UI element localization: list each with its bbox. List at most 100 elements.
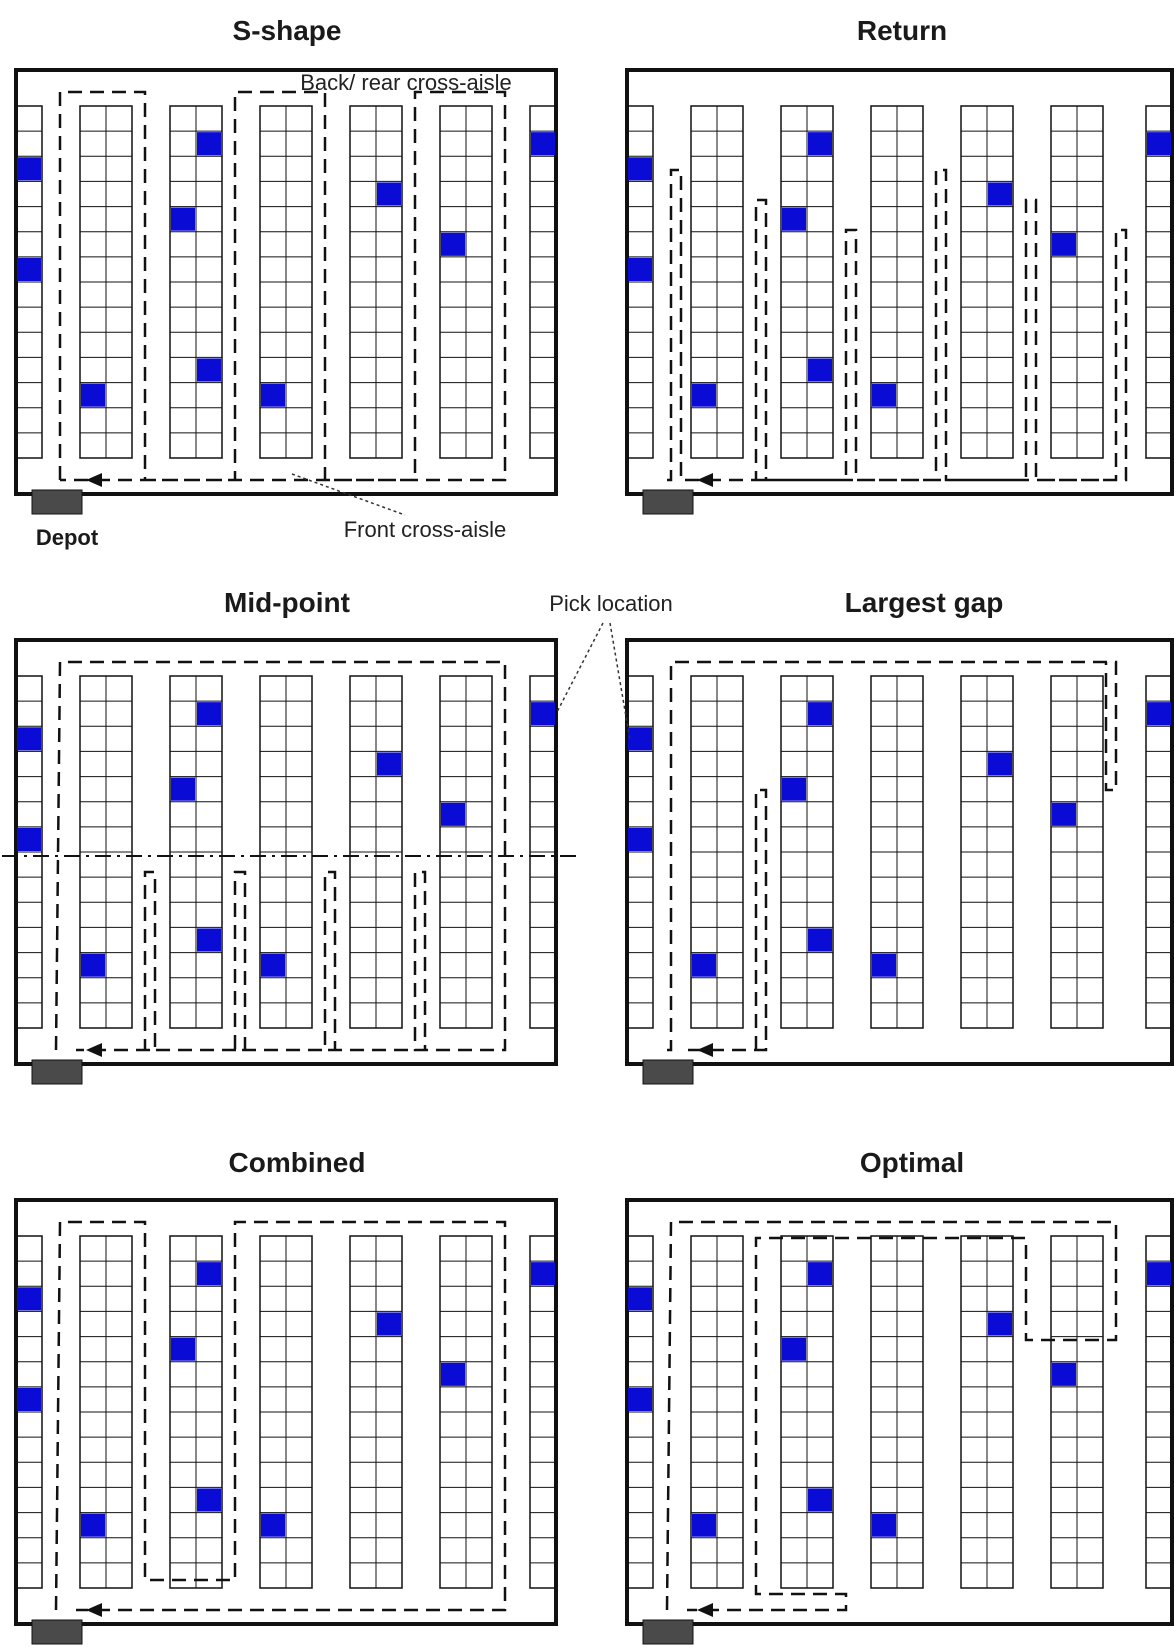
route-arrow-icon (86, 1603, 102, 1617)
rack (79, 675, 133, 1029)
route-arrow-icon (86, 1043, 102, 1057)
rack (960, 1235, 1014, 1589)
pick-location (1052, 802, 1076, 826)
rack (1145, 105, 1173, 459)
panel-title-optimal: Optimal (860, 1147, 964, 1178)
rack (529, 1235, 557, 1589)
rack (349, 105, 403, 459)
depot (642, 1059, 694, 1085)
rack (439, 1235, 493, 1589)
route-path (58, 90, 507, 482)
pick-location (628, 1287, 652, 1311)
rack (870, 1235, 924, 1589)
pick-location (692, 953, 716, 977)
pick-location (261, 953, 285, 977)
rack (349, 1235, 403, 1589)
pick-location (692, 383, 716, 407)
back-cross-aisle-label: Back/ rear cross-aisle (300, 70, 512, 95)
pick-location (531, 132, 555, 156)
pick-location (441, 1362, 465, 1386)
rack (169, 675, 223, 1029)
route-path (667, 168, 1128, 482)
rack (529, 105, 557, 459)
route-arrow-icon (697, 473, 713, 487)
rack (79, 105, 133, 459)
pick-location (197, 1262, 221, 1286)
rack (259, 675, 313, 1029)
panel-mid-point (2, 638, 580, 1085)
rack (169, 1235, 223, 1589)
pick-location (377, 1312, 401, 1336)
pick-location (782, 777, 806, 801)
pick-location (17, 727, 41, 751)
panel-title-largest-gap: Largest gap (845, 587, 1004, 618)
rack (960, 675, 1014, 1029)
rack (626, 105, 654, 459)
pick-location (197, 702, 221, 726)
rack (259, 105, 313, 459)
rack (169, 105, 223, 459)
pick-location (628, 157, 652, 181)
pick-location (628, 727, 652, 751)
pick-location (261, 383, 285, 407)
pick-location (988, 182, 1012, 206)
route-path (665, 1220, 1118, 1612)
pick-location (441, 232, 465, 256)
pick-location (1147, 702, 1171, 726)
pick-location (782, 207, 806, 231)
rack (626, 1235, 654, 1589)
panel-title-s-shape: S-shape (233, 15, 342, 46)
rack (529, 675, 557, 1029)
depot (31, 1059, 83, 1085)
panel-return (625, 68, 1174, 515)
pick-location (171, 207, 195, 231)
pick-location (808, 1262, 832, 1286)
pick-location (197, 358, 221, 382)
pick-location (377, 752, 401, 776)
rack (780, 1235, 834, 1589)
pick-location (197, 1488, 221, 1512)
pick-location (17, 1387, 41, 1411)
panel-largest-gap (625, 638, 1174, 1085)
panel-title-combined: Combined (229, 1147, 366, 1178)
route-path (667, 660, 1118, 1052)
pick-location (1147, 1262, 1171, 1286)
rack (1050, 105, 1104, 459)
route-path (54, 660, 507, 1052)
pick-location (531, 702, 555, 726)
pick-location (1052, 232, 1076, 256)
route-arrow-icon (697, 1043, 713, 1057)
pick-location (441, 802, 465, 826)
rack (690, 675, 744, 1029)
route-path (54, 1220, 507, 1612)
route-arrow-icon (86, 473, 102, 487)
front-cross-aisle-label: Front cross-aisle (344, 517, 507, 542)
rack (15, 675, 43, 1029)
rack (626, 675, 654, 1029)
pick-location (808, 928, 832, 952)
rack (870, 105, 924, 459)
pick-location (531, 1262, 555, 1286)
rack (1145, 1235, 1173, 1589)
pick-location (197, 928, 221, 952)
pick-location (1147, 132, 1171, 156)
pick-location (872, 383, 896, 407)
pick-location (988, 752, 1012, 776)
rack (259, 1235, 313, 1589)
depot (642, 489, 694, 515)
rack (1050, 675, 1104, 1029)
pick-location (81, 1513, 105, 1537)
pick-location (808, 132, 832, 156)
rack (1145, 675, 1173, 1029)
pick-location (17, 157, 41, 181)
rack (15, 1235, 43, 1589)
depot (31, 489, 83, 515)
panel-combined (14, 1198, 558, 1645)
depot-label: Depot (36, 525, 99, 550)
pick-location (782, 1337, 806, 1361)
pick-location (808, 358, 832, 382)
rack (349, 675, 403, 1029)
pick-location (628, 257, 652, 281)
rack (1050, 1235, 1104, 1589)
